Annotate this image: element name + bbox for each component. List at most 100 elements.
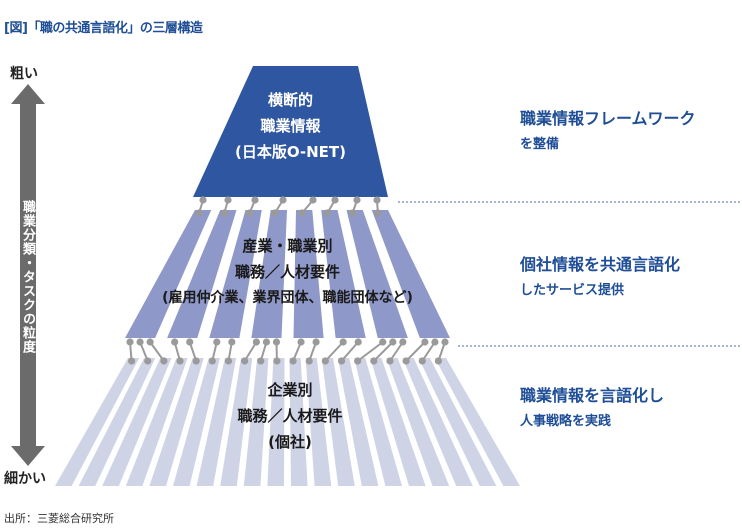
- connector-node: [144, 357, 152, 365]
- layer-industry-label: 産業・職業別 職務／人材要件 (雇用仲介業、業界団体、職能団体など): [100, 233, 475, 311]
- connector-node: [339, 338, 347, 346]
- company-strip: [149, 358, 204, 486]
- connector-node: [224, 196, 232, 204]
- industry-strip: [125, 210, 212, 338]
- description-sub: したサービス提供: [520, 283, 625, 298]
- company-strip: [125, 358, 188, 486]
- layer-line: 職務／人材要件: [234, 263, 340, 281]
- connector-node: [146, 338, 154, 346]
- connector-line: [373, 341, 394, 362]
- connector-node: [171, 338, 179, 346]
- layer-line: 横断的: [267, 91, 313, 109]
- connector-node: [228, 338, 236, 346]
- source-note: 出所：三菱総合研究所: [4, 512, 114, 525]
- company-strip: [386, 358, 450, 486]
- layer-company-description: 職業情報を言語化し 人事戦略を実践: [520, 384, 664, 436]
- layer-company-label: 企業別 職務／人材要件 (個社): [130, 377, 450, 455]
- company-strip: [434, 358, 520, 486]
- connector-node: [370, 357, 378, 365]
- connector-node: [279, 196, 287, 204]
- connector-node: [354, 338, 362, 346]
- company-strip: [354, 358, 402, 486]
- connector-node: [195, 209, 203, 217]
- connector-node: [353, 196, 361, 204]
- industry-strip: [209, 210, 262, 338]
- company-strip: [196, 358, 237, 486]
- layer-line: 企業別: [267, 381, 313, 399]
- connector-node: [312, 338, 320, 346]
- connector-line: [389, 341, 404, 362]
- connector-node: [298, 209, 306, 217]
- connector-node: [421, 338, 429, 346]
- connector-node: [208, 357, 216, 365]
- connector-node: [246, 209, 254, 217]
- company-strip: [321, 358, 355, 486]
- company-strip: [78, 358, 156, 486]
- connector-node: [321, 357, 329, 365]
- connector-node: [399, 338, 407, 346]
- company-strip: [370, 358, 426, 486]
- industry-strip: [293, 210, 324, 338]
- connector-node: [289, 357, 297, 365]
- layer-industry-description: 個社情報を共通言語化 したサービス提供: [520, 253, 680, 305]
- company-strip: [267, 358, 285, 486]
- connector-node: [297, 338, 305, 346]
- connector-node: [213, 338, 221, 346]
- connector-node: [192, 357, 200, 365]
- connector-node: [224, 357, 233, 365]
- layer-industry-strips: [125, 210, 450, 338]
- layer-cross-sectional-description: 職業情報フレームワーク を整備: [520, 107, 696, 159]
- connector-node: [434, 357, 443, 365]
- layer-line: 産業・職業別: [242, 237, 333, 255]
- layer-line: 職業情報: [260, 117, 321, 135]
- connector-node: [262, 338, 271, 346]
- company-strip: [305, 358, 332, 486]
- axis-bottom-label: 細かい: [4, 471, 46, 487]
- connector-node: [389, 338, 397, 346]
- layer-cross-sectional-shape: [193, 66, 388, 197]
- connector-node: [337, 357, 346, 365]
- connector-node: [241, 357, 249, 365]
- company-strip: [418, 358, 497, 486]
- connector-node: [127, 357, 136, 365]
- layer-line: (日本版O-NET): [235, 143, 346, 161]
- description-sub: 人事戦略を実践: [520, 414, 612, 429]
- company-strip: [337, 358, 379, 486]
- connector-node: [257, 357, 265, 365]
- company-strip: [173, 358, 220, 486]
- description-main: 職業情報を言語化し: [520, 386, 665, 405]
- industry-strip: [371, 210, 450, 338]
- company-strip: [55, 358, 140, 486]
- layer-cross-sectional-label: 横断的 職業情報 (日本版O-NET): [193, 87, 388, 165]
- description-main: 個社情報を共通言語化: [520, 255, 681, 274]
- industry-strip: [167, 210, 237, 338]
- connectors: [126, 196, 449, 365]
- dotted-separators: [398, 201, 742, 347]
- connector-node: [441, 338, 449, 346]
- figure-title: [図]「職の共通言語化」の三層構造: [4, 21, 203, 36]
- description-main: 職業情報フレームワーク: [520, 109, 696, 128]
- connector-node: [271, 209, 279, 217]
- connector-line: [357, 341, 384, 362]
- connector-node: [199, 196, 207, 204]
- layer-line: (雇用仲介業、業界団体、職能団体など): [162, 290, 413, 306]
- connector-line: [243, 341, 258, 362]
- connector-line: [405, 341, 426, 362]
- description-sub: を整備: [520, 137, 560, 152]
- connector-node: [349, 209, 357, 217]
- industry-strip: [346, 210, 408, 338]
- connector-node: [373, 196, 381, 204]
- connector-node: [379, 338, 387, 346]
- connector-node: [220, 209, 228, 217]
- double-arrow-icon: [11, 84, 45, 466]
- layer-line: 職務／人材要件: [237, 407, 343, 425]
- layer-company-strips: [55, 358, 520, 486]
- layer-line: (個社): [268, 433, 312, 451]
- connector-node: [251, 196, 259, 204]
- company-strip: [220, 358, 253, 486]
- connector-line: [421, 341, 436, 362]
- connector-node: [431, 338, 439, 346]
- axis-top-label: 粗い: [10, 66, 38, 82]
- connector-line: [324, 341, 344, 362]
